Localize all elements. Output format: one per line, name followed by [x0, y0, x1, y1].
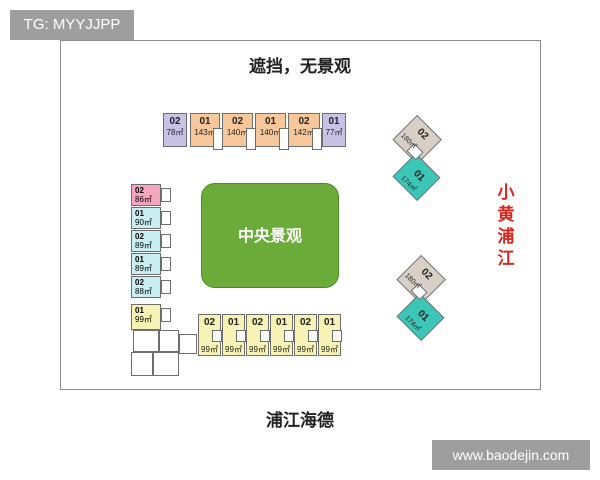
unit-number: 02 [298, 116, 310, 127]
central-landscape: 中央景观 [201, 183, 339, 288]
unit-number: 02 [135, 278, 144, 287]
unit-number: 02 [135, 232, 144, 241]
core-notch [312, 128, 322, 150]
river-label-char: 黄 [497, 205, 515, 225]
core-notch [260, 330, 270, 342]
unit-area: 86㎡ [135, 195, 152, 204]
core-notch [212, 330, 222, 342]
central-landscape-label: 中央景观 [237, 226, 302, 245]
unit-area: 78㎡ [166, 128, 184, 137]
unit-area: 99㎡ [249, 345, 266, 354]
unit-area: 89㎡ [135, 241, 152, 250]
unit-number: 01 [328, 116, 340, 127]
unit-area: 99㎡ [201, 345, 218, 354]
unit-number: 02 [231, 116, 244, 127]
unit-area: 140㎡ [259, 128, 282, 137]
unit-area: 99㎡ [225, 345, 242, 354]
unit-area: 99㎡ [321, 345, 338, 354]
bottom-unit: 01 99㎡ [270, 314, 293, 356]
unit-number: 02 [169, 116, 181, 127]
core-notch [161, 308, 171, 322]
unit-area: 99㎡ [297, 345, 314, 354]
unit-number: 01 [275, 317, 288, 328]
unit-number: 02 [203, 317, 216, 328]
unit-number: 01 [227, 317, 240, 328]
unit-area: 89㎡ [135, 264, 152, 273]
tower-upper-shape: 02 180㎡ 01 174㎡ [392, 114, 442, 202]
tower-upper: 02 180㎡ 01 174㎡ [370, 108, 470, 208]
core-notch [161, 211, 171, 225]
top-title: 遮挡，无景观 [249, 57, 351, 77]
river-label-char: 江 [497, 249, 515, 269]
core-notch [284, 330, 294, 342]
core-notch [246, 128, 256, 150]
tower-lower: 02 180㎡ 01 174㎡ [374, 248, 474, 348]
unit-area: 142㎡ [293, 128, 315, 137]
river-label: 小 黄 浦 江 [493, 182, 519, 270]
river-label-char: 小 [497, 183, 515, 203]
unit-number: 01 [199, 116, 211, 127]
unit-number: 02 [251, 317, 264, 328]
unit-number: 01 [264, 116, 277, 127]
unit-area: 77㎡ [325, 128, 343, 137]
unit-number: 01 [323, 317, 336, 328]
river-label-char: 浦 [497, 227, 515, 247]
unit-number: 01 [135, 306, 144, 315]
unit-area: 143㎡ [194, 128, 216, 137]
watermark-badge: TG: MYYJJPP [10, 10, 134, 40]
site-url-badge: www.baodejin.com [432, 440, 590, 470]
unit-area: 99㎡ [273, 345, 290, 354]
core-notch [213, 128, 223, 150]
core-notch [236, 330, 246, 342]
core-notch [161, 188, 171, 202]
core-notch [161, 234, 171, 248]
unit-area: 88㎡ [135, 287, 152, 296]
unit-number: 01 [135, 255, 144, 264]
unit-area: 99㎡ [135, 315, 152, 324]
core-notch [308, 330, 318, 342]
core-notch [279, 128, 289, 150]
unit-area: 90㎡ [135, 218, 152, 227]
core-notch [161, 280, 171, 294]
tower-lower-shape: 02 180㎡ 01 174㎡ [396, 254, 446, 342]
unit-area: 140㎡ [226, 128, 249, 137]
core-notch [161, 257, 171, 271]
core-notch [332, 330, 342, 342]
unit-number: 02 [135, 186, 144, 195]
unit-number: 02 [299, 317, 312, 328]
bottom-title: 浦江海德 [266, 411, 334, 431]
unit-number: 01 [135, 209, 144, 218]
bottom-unit: 01 99㎡ [318, 314, 341, 356]
